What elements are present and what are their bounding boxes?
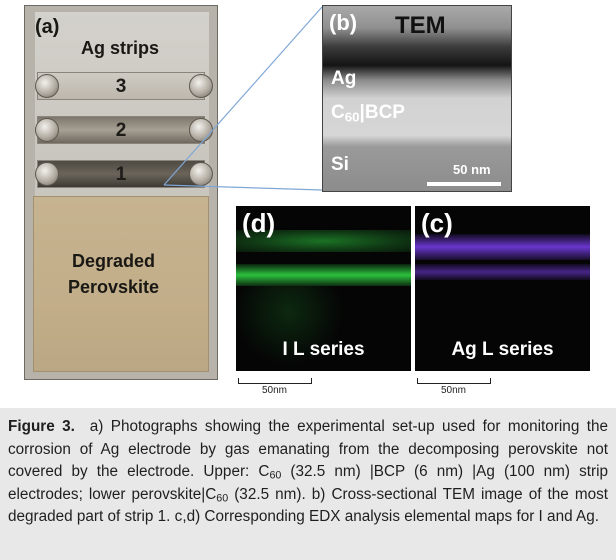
tem-scale-bar xyxy=(427,182,501,186)
zoom-line-top xyxy=(163,6,323,186)
layer-c60-bcp-label: C60|BCP xyxy=(331,102,405,124)
silver-scale-label: 50nm xyxy=(441,385,467,396)
tem-title: TEM xyxy=(395,12,446,39)
caption-part-1: a) Photographs showing the experimental … xyxy=(8,418,608,480)
ag-strip-2: 2 xyxy=(37,116,205,144)
tem-scale-label: 50 nm xyxy=(453,162,491,177)
panel-d-label: (d) xyxy=(242,208,276,238)
strip-number-2: 2 xyxy=(115,120,127,141)
layer-ag-label: Ag xyxy=(331,68,357,89)
zoom-connector-lines xyxy=(163,6,323,191)
iodine-band-upper xyxy=(236,230,411,252)
edx-map-iodine: (d) I L series xyxy=(236,206,411,371)
ag-contact-right-3 xyxy=(189,74,213,98)
silver-scale-bar xyxy=(417,378,491,384)
perovskite-label-line2: Perovskite xyxy=(68,277,160,297)
zoom-line-bottom xyxy=(163,184,323,191)
ag-strip-3: 3 xyxy=(37,72,205,100)
ag-contact-left-2 xyxy=(35,118,59,142)
caption-part-2: (32.5 nm) |BCP (6 nm) |Ag (100 nm) strip… xyxy=(8,463,608,503)
iodine-series-label: I L series xyxy=(282,339,365,360)
strip-number-1: 1 xyxy=(115,164,127,185)
ag-contact-left-3 xyxy=(35,74,59,98)
figure-caption: Figure 3. a) Photographs showing the exp… xyxy=(0,408,616,560)
caption-figure-number: Figure 3. xyxy=(8,418,75,435)
degraded-perovskite-area: Degraded Perovskite xyxy=(33,196,209,372)
silver-band-lower xyxy=(415,264,590,280)
silver-band-upper xyxy=(415,234,590,260)
iodine-noise xyxy=(236,286,411,371)
ag-strips-title: Ag strips xyxy=(81,38,160,58)
panel-a-label: (a) xyxy=(35,16,60,38)
iodine-band-lower xyxy=(236,264,411,286)
layer-c60-text: C xyxy=(331,102,345,123)
panel-b-label: (b) xyxy=(329,10,358,35)
iodine-scale-bar xyxy=(238,378,312,384)
silver-series-label: Ag L series xyxy=(451,339,554,360)
strip-number-3: 3 xyxy=(115,76,127,97)
layer-bcp-text: |BCP xyxy=(359,102,405,123)
ag-contact-right-1 xyxy=(189,162,213,186)
ag-strip-1: 1 xyxy=(37,160,205,188)
caption-text: Figure 3. a) Photographs showing the exp… xyxy=(8,416,608,529)
caption-part-3: (32.5 nm). b) Cross-sectional TEM image … xyxy=(8,485,609,526)
caption-sub-1: 60 xyxy=(269,469,282,482)
layer-si-label: Si xyxy=(331,154,349,175)
ag-contact-left-1 xyxy=(35,162,59,186)
panel-c-label: (c) xyxy=(421,208,453,238)
layer-c60-subscript: 60 xyxy=(344,109,360,125)
iodine-scale-label: 50nm xyxy=(262,385,288,396)
tem-image-panel-b: (b) TEM Ag C60|BCP Si 50 nm xyxy=(322,5,512,192)
perovskite-label-line1: Degraded xyxy=(72,251,156,271)
edx-map-silver: (c) Ag L series xyxy=(415,206,590,371)
photo-panel-a: (a) Ag strips 3 2 1 Degraded Perovskite xyxy=(24,5,218,380)
caption-sub-2: 60 xyxy=(216,492,229,505)
